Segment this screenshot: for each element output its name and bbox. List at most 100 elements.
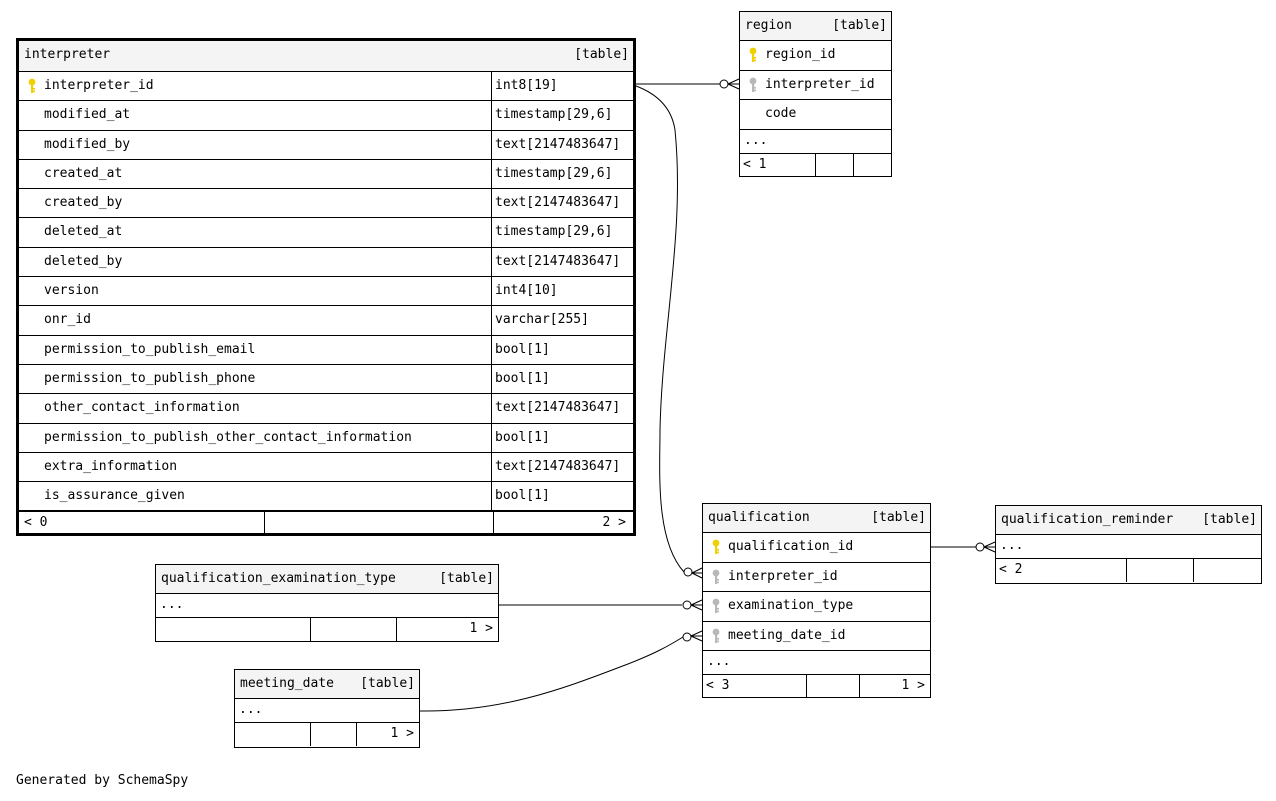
column-name: deleted_by: [44, 253, 123, 269]
column-row[interactable]: version int4[10]: [19, 277, 633, 307]
column-type: int4[10]: [495, 283, 558, 299]
column-row[interactable]: extra_information text[2147483647]: [19, 452, 633, 483]
column-row[interactable]: modified_at timestamp[29,6]: [19, 101, 633, 131]
edge-interpreter-qualification: [635, 85, 685, 573]
column-type: bool[1]: [495, 488, 550, 504]
table-meeting-date[interactable]: meeting_date [table] ... 1 >: [234, 669, 420, 748]
table-footer: < 0 2 >: [19, 511, 633, 535]
footer-parents-count[interactable]: < 1: [743, 156, 767, 172]
column-row[interactable]: deleted_by text[2147483647]: [19, 247, 633, 278]
column-name: meeting_date_id: [728, 627, 846, 643]
footer-parents-count[interactable]: < 3: [706, 678, 730, 693]
column-row[interactable]: interpreter_id int8[19]: [19, 72, 633, 102]
column-name: created_at: [44, 165, 123, 181]
table-footer: 1 >: [235, 723, 419, 746]
footer-children-count[interactable]: 2 >: [602, 515, 626, 531]
more-columns: ...: [156, 594, 498, 618]
generated-by-credit: Generated by SchemaSpy: [16, 773, 189, 788]
table-name: qualification: [708, 510, 810, 525]
column-row[interactable]: region_id: [740, 41, 891, 71]
column-name: interpreter_id: [44, 78, 154, 93]
column-type: text[2147483647]: [495, 136, 621, 152]
table-kind: [table]: [871, 510, 926, 525]
column-row[interactable]: permission_to_publish_other_contact_info…: [19, 423, 633, 453]
primary-key-icon: [748, 47, 758, 63]
foreign-key-icon: [711, 628, 721, 644]
column-row[interactable]: interpreter_id: [703, 563, 930, 592]
footer-parents-count[interactable]: < 0: [24, 515, 48, 531]
column-row[interactable]: permission_to_publish_phone bool[1]: [19, 364, 633, 395]
column-row[interactable]: examination_type: [703, 592, 930, 622]
table-qualification-examination-type[interactable]: qualification_examination_type [table] .…: [155, 564, 499, 642]
table-qualification-reminder[interactable]: qualification_reminder [table] ... < 2: [995, 505, 1262, 584]
column-type: varchar[255]: [495, 312, 589, 328]
column-type: text[2147483647]: [495, 195, 621, 211]
primary-key-icon: [27, 78, 37, 94]
edge-meeting-date-qualification: [419, 636, 684, 712]
table-header: meeting_date [table]: [235, 670, 419, 699]
column-name: created_by: [44, 195, 123, 211]
column-row[interactable]: created_at timestamp[29,6]: [19, 159, 633, 190]
more-columns: ...: [703, 651, 930, 675]
column-type: timestamp[29,6]: [495, 107, 613, 123]
foreign-key-icon: [711, 598, 721, 614]
table-header: qualification_reminder [table]: [996, 506, 1261, 535]
table-footer: 1 >: [156, 618, 498, 641]
column-row[interactable]: is_assurance_given bool[1]: [19, 482, 633, 512]
column-type: bool[1]: [495, 370, 550, 386]
table-kind: [table]: [360, 676, 415, 691]
column-row[interactable]: meeting_date_id: [703, 622, 930, 651]
table-kind: [table]: [1202, 512, 1257, 527]
table-name: qualification_examination_type: [161, 571, 396, 586]
column-name: modified_at: [44, 107, 131, 123]
column-row[interactable]: created_by text[2147483647]: [19, 189, 633, 219]
more-columns: ...: [996, 535, 1261, 559]
column-type: text[2147483647]: [495, 400, 621, 416]
table-footer: < 1: [740, 153, 891, 177]
table-name: region: [745, 18, 792, 33]
table-header: qualification [table]: [703, 504, 930, 533]
table-name: meeting_date: [240, 676, 334, 691]
footer-children-count[interactable]: 1 >: [469, 621, 493, 636]
column-row[interactable]: code: [740, 100, 891, 130]
table-kind: [table]: [439, 571, 494, 586]
column-name: qualification_id: [728, 539, 854, 554]
table-footer: < 2: [996, 559, 1261, 582]
column-name: permission_to_publish_other_contact_info…: [44, 429, 412, 445]
foreign-key-icon: [711, 569, 721, 585]
column-row[interactable]: interpreter_id: [740, 71, 891, 100]
table-name: qualification_reminder: [1001, 512, 1174, 527]
primary-key-icon: [711, 539, 721, 555]
column-type: text[2147483647]: [495, 458, 621, 474]
table-interpreter[interactable]: interpreter [table] interpreter_id int8[1…: [16, 38, 636, 536]
column-name: permission_to_publish_phone: [44, 370, 256, 386]
footer-parents-count[interactable]: < 2: [999, 562, 1023, 577]
table-name: interpreter: [24, 47, 111, 62]
column-type: timestamp[29,6]: [495, 165, 613, 181]
column-name: region_id: [765, 47, 836, 62]
column-name: examination_type: [728, 598, 854, 613]
more-columns: ...: [235, 699, 419, 723]
table-footer: < 3 1 >: [703, 675, 930, 698]
column-name: interpreter_id: [728, 568, 838, 584]
more-columns: ...: [740, 130, 891, 154]
foreign-key-icon: [748, 77, 758, 93]
column-row[interactable]: qualification_id: [703, 533, 930, 563]
column-name: version: [44, 283, 99, 299]
footer-children-count[interactable]: 1 >: [901, 678, 925, 693]
column-name: is_assurance_given: [44, 488, 185, 504]
column-type: int8[19]: [495, 78, 558, 93]
footer-children-count[interactable]: 1 >: [390, 726, 414, 741]
table-header: interpreter [table]: [19, 41, 633, 72]
column-type: text[2147483647]: [495, 253, 621, 269]
column-name: code: [765, 106, 797, 121]
column-name: extra_information: [44, 458, 178, 474]
column-type: bool[1]: [495, 341, 550, 357]
